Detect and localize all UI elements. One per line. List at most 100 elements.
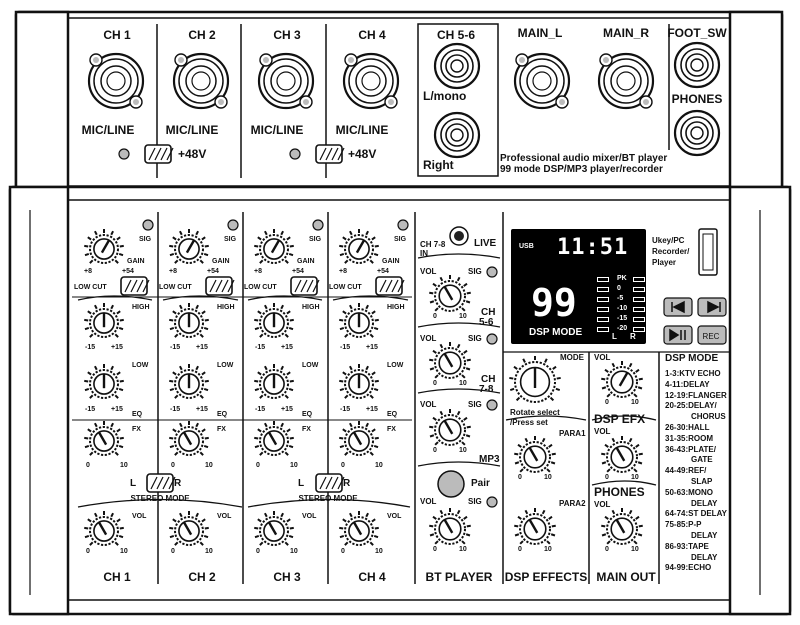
- ch3-high-eq-knob[interactable]: [254, 303, 294, 338]
- dsp-mode-entry: 64-74:ST DELAY: [665, 509, 727, 519]
- phantom-switch-b[interactable]: [315, 144, 345, 164]
- ch1-gain-knob[interactable]: [84, 229, 124, 264]
- main-knob-max-1: 10: [631, 474, 639, 481]
- ch3-gain-max: +54: [292, 268, 304, 275]
- ch2-high-eq-knob[interactable]: [169, 303, 209, 338]
- dsp-mode-entry: DELAY: [691, 531, 718, 540]
- ch4-low-eq-knob[interactable]: [339, 364, 379, 399]
- ch2-xlr-jack[interactable]: [172, 52, 230, 110]
- ch4-vol-max: 10: [375, 548, 383, 555]
- main-knob-min-1: 0: [605, 474, 609, 481]
- ch4-fx-label: FX: [387, 426, 396, 433]
- bt-knob-max-0: 10: [459, 313, 467, 320]
- rec-button[interactable]: [697, 325, 727, 345]
- ch4-gain-knob[interactable]: [339, 229, 379, 264]
- ch2-vol-knob[interactable]: [169, 511, 209, 546]
- ch1-low-eq-knob[interactable]: [84, 364, 124, 399]
- stereo-left-a: L: [130, 478, 137, 489]
- meter-segment-L-4: [597, 317, 609, 322]
- ch2-low-cut-switch[interactable]: [205, 276, 235, 296]
- ch1-xlr-jack[interactable]: [87, 52, 145, 110]
- mp3-vol-knob[interactable]: [429, 409, 471, 446]
- usb-slot[interactable]: [698, 228, 718, 276]
- usb-slot-inner[interactable]: [702, 233, 714, 271]
- ch3-low-cut-switch[interactable]: [290, 276, 320, 296]
- meter-segment-R-0: [633, 277, 645, 282]
- ch3-input-title: CH 3: [273, 28, 301, 42]
- ch4-low-cut-label: LOW CUT: [329, 284, 362, 291]
- ch2-fx-knob[interactable]: [169, 421, 209, 456]
- bottom-label-bt-player: BT PLAYER: [425, 570, 493, 584]
- ch4-vol-knob[interactable]: [339, 511, 379, 546]
- phantom-led-a: [118, 148, 130, 160]
- stereo-switch-a[interactable]: [146, 473, 176, 493]
- ch4-high-label: HIGH: [387, 304, 405, 311]
- rec-button-label: REC: [702, 332, 720, 341]
- ch2-gain-knob[interactable]: [169, 229, 209, 264]
- para1-knob[interactable]: [514, 436, 556, 473]
- ch1-sig-label: SIG: [139, 236, 152, 243]
- meter-segment-L-0: [597, 277, 609, 282]
- bt-vol-label-1: VOL: [420, 267, 437, 276]
- ch1-vol-label: VOL: [132, 513, 147, 520]
- tagline-1: Professional audio mixer/BT player: [500, 153, 668, 164]
- ch1-high-label: HIGH: [132, 304, 150, 311]
- ch1-low-cut-switch[interactable]: [120, 276, 150, 296]
- main-l-xlr-jack[interactable]: [513, 52, 571, 110]
- ch4-fx-knob[interactable]: [339, 421, 379, 456]
- ch2-low-eq-knob[interactable]: [169, 364, 209, 399]
- ch3-xlr-jack[interactable]: [257, 52, 315, 110]
- dsp-efx-label: DSP EFX: [594, 412, 646, 426]
- ch3-gain-knob[interactable]: [254, 229, 294, 264]
- main-vol-knob[interactable]: [601, 436, 643, 473]
- ch56-vol-knob[interactable]: [429, 275, 471, 312]
- bt-ch78-a: CH: [481, 374, 496, 385]
- ch56-left-jack[interactable]: [433, 42, 481, 90]
- ch3-low-eq-knob[interactable]: [254, 364, 294, 399]
- main-r-xlr-jack[interactable]: [597, 52, 655, 110]
- ch3-fx-knob[interactable]: [254, 421, 294, 456]
- bt-vol-knob[interactable]: [429, 508, 471, 545]
- pair-button[interactable]: [437, 470, 465, 498]
- ch1-gain-label: GAIN: [127, 258, 145, 265]
- ch1-vol-knob[interactable]: [84, 511, 124, 546]
- bt-knob-max-2: 10: [459, 447, 467, 454]
- ch78-vol-knob[interactable]: [429, 342, 471, 379]
- ch2-fx-max: 10: [205, 462, 213, 469]
- phantom-switch-a[interactable]: [144, 144, 174, 164]
- bt-knob-min-2: 0: [433, 447, 437, 454]
- dsp-mode-rotary-knob[interactable]: [509, 356, 561, 403]
- ch4-xlr-jack[interactable]: [342, 52, 400, 110]
- ch4-low-min: -15: [340, 406, 351, 413]
- stereo-switch-b[interactable]: [315, 473, 345, 493]
- bt-vol-label-2: VOL: [420, 334, 437, 343]
- phones-vol-knob[interactable]: [601, 508, 643, 545]
- rotate-select-label-2: /Press set: [510, 418, 548, 427]
- bt-pair-label: Pair: [471, 478, 490, 489]
- ch1-high-eq-knob[interactable]: [84, 303, 124, 338]
- ch3-vol-knob[interactable]: [254, 511, 294, 546]
- ch56-right-jack[interactable]: [433, 111, 481, 159]
- dsp-mode-entry: 12-19:FLANGER: [665, 390, 727, 400]
- dsp-efx-knob[interactable]: [601, 361, 643, 398]
- dsp-mode-entry: 36-43:PLATE/: [665, 444, 716, 454]
- bottom-label-ch3: CH 3: [273, 570, 301, 584]
- ch78-in-label: CH 7-8: [420, 240, 446, 249]
- ch4-high-eq-knob[interactable]: [339, 303, 379, 338]
- dsp-mode-entry: 86-93:TAPE: [665, 541, 709, 551]
- ch4-vol-min: 0: [341, 548, 345, 555]
- para2-knob[interactable]: [514, 508, 556, 545]
- phones-jack[interactable]: [673, 109, 721, 157]
- ch3-vol-max: 10: [290, 548, 298, 555]
- bottom-label-ch1: CH 1: [103, 570, 131, 584]
- foot-switch-jack[interactable]: [673, 41, 721, 89]
- ch4-low-cut-switch[interactable]: [375, 276, 405, 296]
- ch3-gain-label: GAIN: [297, 258, 315, 265]
- meter-segment-L-2: [597, 297, 609, 302]
- ch1-fx-knob[interactable]: [84, 421, 124, 456]
- dsp-mode-entry: 44-49:REF/: [665, 466, 707, 476]
- ch1-low-cut-label: LOW CUT: [74, 284, 107, 291]
- dsp-knob-min-0: 0: [518, 474, 522, 481]
- ch1-gain-max: +54: [122, 268, 134, 275]
- bt-sig-label-3: SIG: [468, 400, 482, 409]
